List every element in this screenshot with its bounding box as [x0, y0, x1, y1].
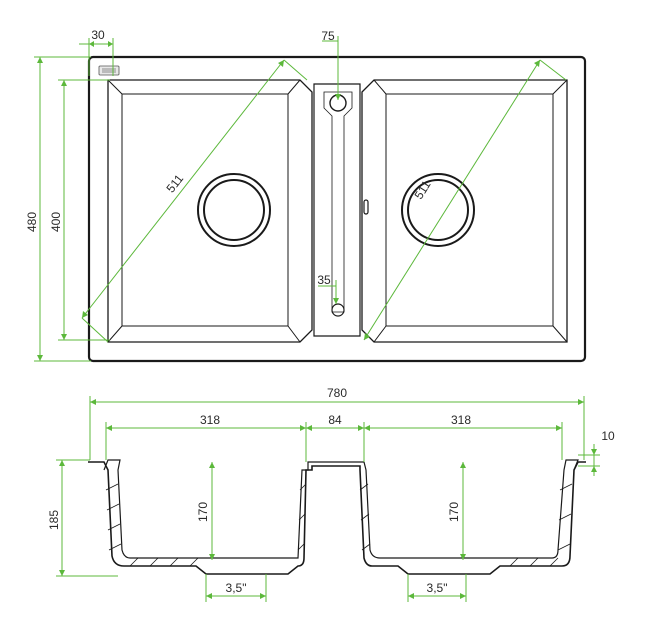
left-bowl-outer [107, 79, 313, 343]
dim-170-right: 170 [447, 502, 461, 522]
overflow-hole [331, 303, 345, 317]
top-view: 30 75 480 400 511 511 35 [25, 28, 587, 363]
dim-318-left: 318 [200, 413, 220, 427]
dim-10: 10 [601, 429, 615, 443]
hatching [105, 483, 573, 567]
dim-170-left: 170 [196, 502, 210, 522]
dim-drain-right: 3,5" [427, 581, 448, 595]
left-bowl-inner [121, 93, 289, 327]
dim-84: 84 [328, 413, 342, 427]
dim-400: 400 [49, 212, 63, 232]
center-divider [313, 83, 361, 337]
profile-outer [88, 461, 586, 575]
dim-185: 185 [47, 510, 61, 530]
sink-outline [87, 55, 587, 363]
dim-780: 780 [327, 386, 347, 400]
side-view: 780 318 84 318 10 185 170 170 [47, 386, 615, 602]
dim-75: 75 [321, 29, 335, 43]
profile-inner [103, 459, 579, 559]
left-drain [197, 173, 271, 247]
dim-30: 30 [91, 28, 105, 42]
dim-511-left: 511 [163, 171, 186, 195]
dim-35: 35 [317, 273, 331, 287]
dim-318-right: 318 [451, 413, 471, 427]
right-bowl-inner [385, 93, 554, 327]
dim-drain-left: 3,5" [226, 581, 247, 595]
right-drain [401, 173, 475, 247]
dim-480: 480 [25, 212, 39, 232]
right-bowl-outer [361, 79, 568, 343]
